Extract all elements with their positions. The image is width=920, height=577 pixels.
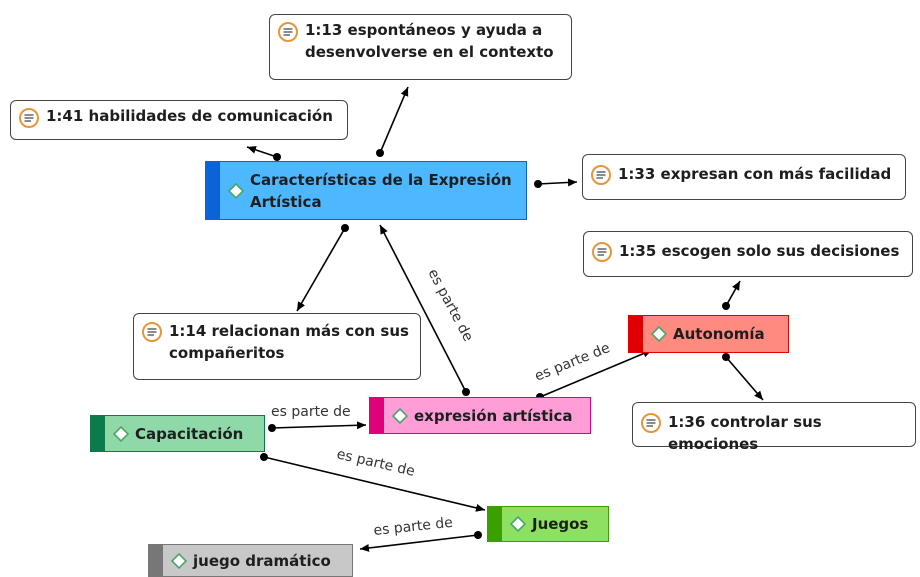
- quotation-icon: [591, 165, 611, 185]
- quotation-text: 1:33 expresan con más facilidad: [618, 165, 892, 183]
- link-expresion-to-caracteristicas: [379, 224, 470, 396]
- quotation-node[interactable]: 1:36 controlar sus emociones: [632, 402, 916, 453]
- quotation-text: 1:13 espontáneos y ayuda a desenvolverse…: [305, 21, 554, 61]
- code-label: Juegos: [532, 515, 589, 533]
- quotation-icon: [19, 108, 39, 128]
- quotation-icon: [278, 22, 298, 42]
- code-diamond-icon: [392, 407, 408, 424]
- quotation-text: 1:41 habilidades de comunicación: [46, 107, 333, 125]
- code-label: Autonomía: [673, 325, 765, 343]
- quotation-text: 1:35 escogen solo sus decisiones: [619, 242, 900, 260]
- quotation-node[interactable]: 1:33 expresan con más facilidad: [582, 154, 906, 200]
- relation-label: es parte de: [271, 404, 351, 420]
- quotation-node[interactable]: 1:13 espontáneos y ayuda a desenvolverse…: [269, 14, 572, 80]
- quotation-text: 1:14 relacionan más con sus compañeritos: [169, 322, 409, 362]
- code-label: Capacitación: [135, 424, 244, 443]
- link-to-q33: [534, 178, 578, 188]
- link-to-q35: [722, 280, 741, 310]
- quotation-icon: [142, 322, 162, 342]
- link-to-q41: [246, 146, 281, 161]
- code-color-stripe: [149, 545, 163, 576]
- quotation-node[interactable]: 1:41 habilidades de comunicación: [10, 100, 348, 140]
- relation-label: es parte de: [533, 340, 613, 385]
- quotation-icon: [641, 413, 661, 433]
- code-color-stripe: [91, 416, 105, 451]
- link-to-q36: [722, 353, 764, 401]
- code-label: Características de la Expresión Artístic…: [250, 170, 512, 211]
- quotation-node[interactable]: 1:35 escogen solo sus decisiones: [583, 231, 913, 277]
- link-capacitacion-to-juegos: [260, 453, 486, 512]
- code-color-stripe: [488, 507, 502, 541]
- code-node-capacitacion[interactable]: Capacitación: [90, 415, 265, 452]
- relation-label: es parte de: [335, 446, 416, 480]
- code-node-juegos[interactable]: Juegos: [487, 506, 609, 542]
- code-color-stripe: [370, 398, 384, 433]
- link-to-q14: [296, 224, 349, 312]
- quotation-node[interactable]: 1:14 relacionan más con sus compañeritos: [133, 313, 421, 380]
- code-label: juego dramático: [193, 551, 331, 570]
- link-capacitacion-to-expresion: [268, 421, 367, 432]
- quotation-text: 1:36 controlar sus emociones: [668, 413, 822, 453]
- code-node-juego-dramatico[interactable]: juego dramático: [148, 544, 353, 577]
- code-node-caracteristicas[interactable]: Características de la Expresión Artístic…: [205, 161, 527, 220]
- code-diamond-icon: [228, 182, 244, 199]
- code-label: expresión artística: [414, 406, 573, 425]
- code-node-expresion-artistica[interactable]: expresión artística: [369, 397, 591, 434]
- code-node-autonomia[interactable]: Autonomía: [628, 315, 789, 353]
- link-to-q13: [376, 86, 409, 157]
- link-juegos-to-juego-dramatico: [359, 531, 482, 552]
- code-diamond-icon: [651, 326, 667, 342]
- code-diamond-icon: [113, 425, 129, 442]
- relation-label: es parte de: [373, 515, 454, 539]
- code-diamond-icon: [171, 552, 187, 569]
- code-color-stripe: [206, 162, 220, 219]
- quotation-icon: [592, 242, 612, 262]
- relation-label: es parte de: [424, 266, 476, 344]
- code-color-stripe: [629, 316, 643, 352]
- code-diamond-icon: [510, 516, 526, 532]
